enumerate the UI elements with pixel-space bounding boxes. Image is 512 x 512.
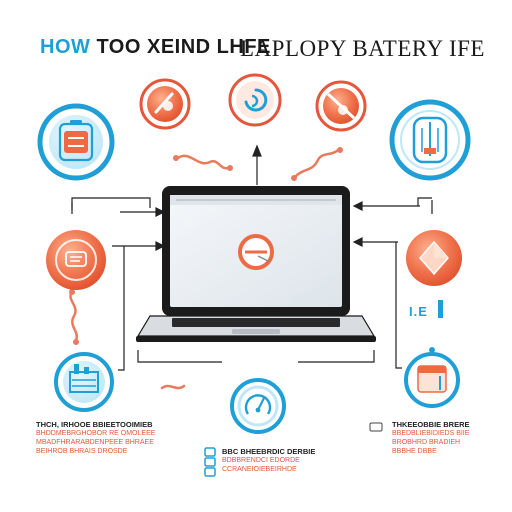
- connector-lines: [71, 144, 433, 371]
- factory-icon: [54, 352, 114, 412]
- laptop: [136, 186, 376, 342]
- small-box-icon: [369, 422, 383, 432]
- power-icon: [238, 234, 274, 270]
- caption-left-line: BEIHROB BHRAIS DROSDE: [36, 448, 128, 455]
- caption-right-line: BBBHE DBBE: [392, 448, 437, 455]
- tower-fan-icon: [389, 99, 471, 181]
- caption-right-line: BROBHRD BRADIEH: [392, 439, 461, 446]
- caption-left-line: MBADFHRARABDENPEEE BHRAEE: [36, 439, 154, 446]
- caption-center: BBC BHEEBRDIC DERBIE BDBBRENDCI EDORDE C…: [222, 447, 315, 474]
- diamond-icon: [406, 230, 462, 286]
- caption-left-line: BHDDMEBRGHOBOR RE OMOLEEE: [36, 430, 156, 437]
- brightness-cancel-icon: [139, 78, 191, 130]
- cable-decor: [69, 148, 340, 390]
- page-title-left: HOW TOO XEIND LHFE: [40, 36, 271, 59]
- caption-right-line: BBEDBLIEBIDIEDS BIIE: [392, 430, 470, 437]
- calendar-icon: [404, 347, 460, 408]
- list-icon: [204, 447, 216, 477]
- battery-box-icon: [37, 103, 115, 181]
- title-prefix: HOW: [40, 36, 91, 58]
- dialog-bubble-icon: [46, 230, 106, 290]
- caption-center-title: BBC BHEEBRDIC DERBIE: [222, 447, 316, 456]
- caption-center-line: CCRANEIOIEBEIRHDE: [222, 466, 297, 473]
- mini-label: I.E: [409, 304, 428, 319]
- caption-left-title: THCH, IRHOOE BBIEETOOIMIEB: [36, 420, 153, 429]
- title-rest: TOO XEIND LHFE: [90, 36, 271, 58]
- caption-left: THCH, IRHOOE BBIEETOOIMIEB BHDDMEBRGHOBO…: [36, 420, 155, 456]
- power-cycle-icon: [228, 73, 282, 127]
- page-title-right: LAPLOPY BATERY IFE: [240, 36, 485, 61]
- gauge-icon: [230, 378, 286, 434]
- list-mini-icon-right: [438, 300, 443, 318]
- caption-right-title: THKEEOBBIE BRERE: [392, 420, 470, 429]
- caption-right: THKEEOBBIE BRERE BBEDBLIEBIDIEDS BIIE BR…: [392, 420, 470, 456]
- no-sound-icon: [315, 80, 367, 132]
- caption-center-line: BDBBRENDCI EDORDE: [222, 457, 300, 464]
